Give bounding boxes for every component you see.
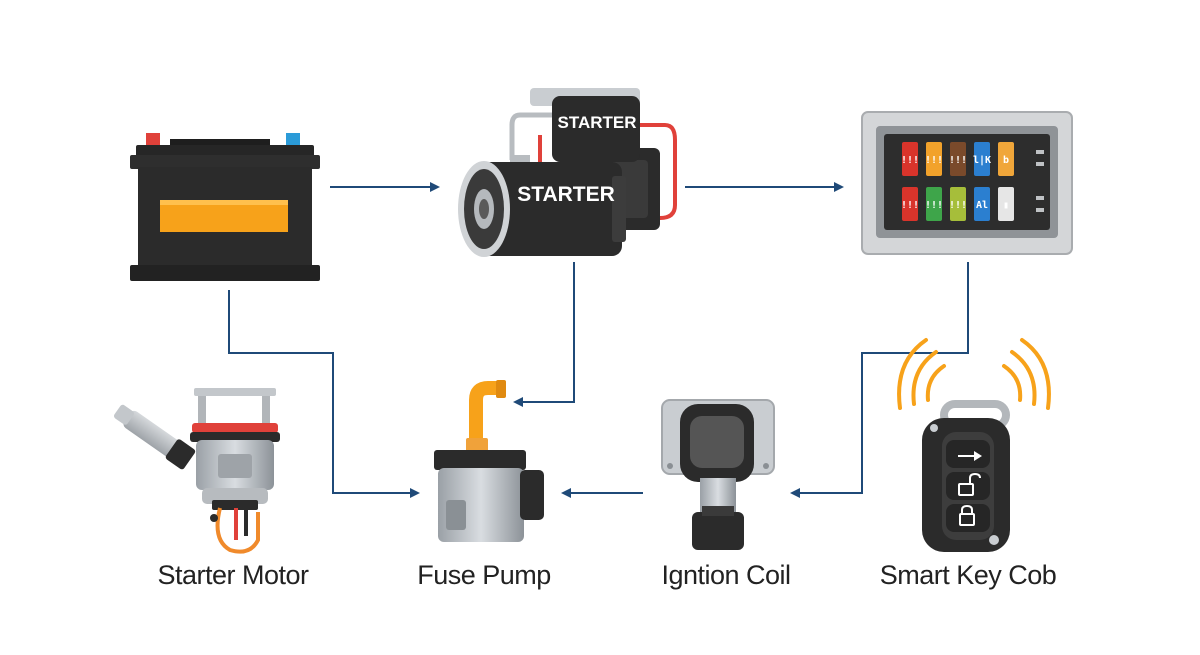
caption-smart-key: Smart Key Cob [879, 560, 1057, 590]
fuse [902, 187, 918, 221]
connectors [228, 182, 969, 498]
fuse-grid: !!!!!!!!! l|K b!!!!!!!!! Al ▮ [901, 142, 1044, 221]
fuse-glyph: ▮ [1003, 200, 1009, 211]
fuse [926, 187, 942, 221]
starter-body-label: STARTER [517, 183, 615, 206]
starter-motor-icon: STARTER STARTER [458, 88, 677, 257]
caption-ignition-coil: Igntion Coil [661, 560, 791, 590]
edge-battery-to-fuse-pump [228, 290, 420, 498]
car-battery-icon [130, 133, 320, 281]
fuse-glyph: !!! [949, 155, 967, 166]
fuse-glyph: !!! [901, 200, 919, 211]
edge-starter-to-fuse-pump [513, 262, 575, 407]
ignition-coil-icon [661, 399, 775, 550]
fuse-glyph: !!! [925, 200, 943, 211]
fuse [926, 142, 942, 176]
caption-starter-motor: Starter Motor [157, 560, 309, 590]
fuse-box-icon: !!!!!!!!! l|K b!!!!!!!!! Al ▮ [861, 111, 1073, 255]
key-fob-icon [897, 338, 1051, 552]
fuse-slot [1036, 208, 1044, 212]
fuse-glyph: b [1003, 155, 1009, 166]
fuse-glyph: !!! [949, 200, 967, 211]
fuel-pump-icon [113, 388, 280, 554]
edge-fusebox-to-ignition-coil [790, 262, 969, 498]
fuse [950, 142, 966, 176]
fuse-glyph: l|K [973, 155, 991, 166]
fuse-slot [1036, 196, 1044, 200]
fuse-slot [1036, 150, 1044, 154]
fuse [902, 142, 918, 176]
fuse [974, 142, 990, 176]
starter-solenoid-label: STARTER [557, 113, 636, 132]
fuse [950, 187, 966, 221]
fuse-glyph: !!! [901, 155, 919, 166]
fuse-glyph: Al [976, 200, 988, 211]
fuse-glyph: !!! [925, 155, 943, 166]
fuse-slot [1036, 162, 1044, 166]
pump-icon [434, 380, 544, 542]
fuse [974, 187, 990, 221]
fuse [998, 142, 1014, 176]
fuse [998, 187, 1014, 221]
caption-fuse-pump: Fuse Pump [417, 560, 551, 590]
